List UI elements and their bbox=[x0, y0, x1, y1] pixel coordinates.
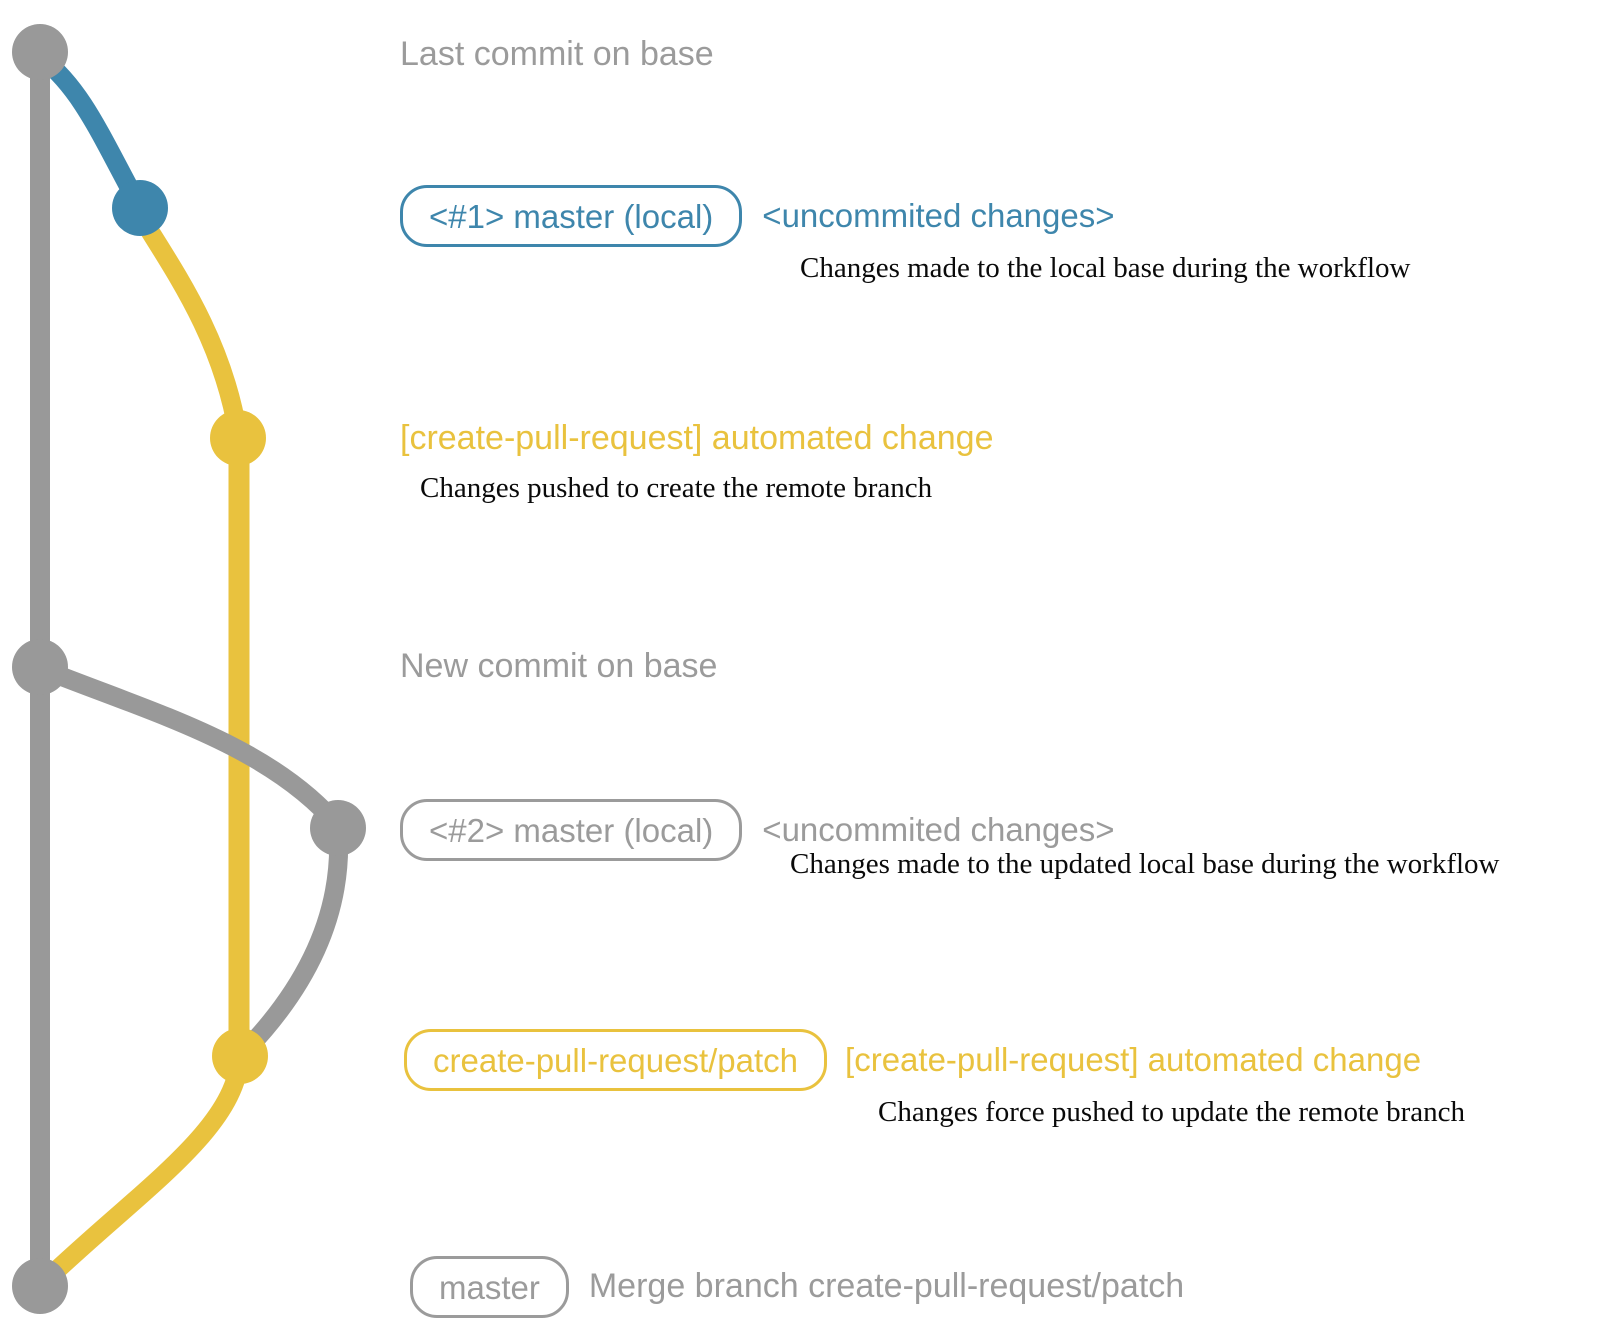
local-commit-1-edge bbox=[32, 48, 148, 214]
push1-caption: Changes pushed to create the remote bran… bbox=[420, 472, 933, 504]
push2-message: [create-pull-request] automated change bbox=[845, 1040, 1422, 1078]
commit-node-last-base bbox=[12, 24, 68, 80]
commit-node-patch-1 bbox=[210, 410, 266, 466]
new-commit-label: New commit on base bbox=[400, 647, 718, 685]
commit-node-local-1 bbox=[112, 180, 168, 236]
merge-message: Merge branch create-pull-request/patch bbox=[588, 1267, 1185, 1306]
commit2-caption: Changes made to the updated local base d… bbox=[790, 848, 1500, 880]
push1-message: [create-pull-request] automated change bbox=[400, 419, 994, 457]
commit2-message: <uncommited changes> bbox=[762, 810, 1115, 848]
commit-node-new-base bbox=[12, 639, 68, 695]
commit2-branch-badge: <#2> master (local) bbox=[400, 799, 743, 861]
merge-edge bbox=[32, 1046, 250, 1294]
commit-node-local-2 bbox=[310, 800, 366, 856]
patch-branch-badge: create-pull-request/patch bbox=[404, 1029, 828, 1091]
commit1-caption: Changes made to the local base during th… bbox=[800, 252, 1411, 284]
commit1-row: <#1> master (local) <uncommited changes> bbox=[400, 185, 1115, 247]
local-commit-2-edge bbox=[30, 658, 348, 836]
patch-branch-edge-1 bbox=[128, 202, 248, 444]
commit1-branch-badge: <#1> master (local) bbox=[400, 185, 743, 247]
master-branch-badge: master bbox=[410, 1256, 569, 1318]
commit-node-patch-2 bbox=[212, 1028, 268, 1084]
commit2-row: <#2> master (local) <uncommited changes> bbox=[400, 799, 1115, 861]
last-commit-label: Last commit on base bbox=[400, 35, 714, 73]
commit-graph bbox=[12, 24, 366, 1314]
merge-row: master Merge branch create-pull-request/… bbox=[410, 1256, 1184, 1318]
push2-row: create-pull-request/patch [create-pull-r… bbox=[404, 1029, 1421, 1091]
commit-node-merge bbox=[12, 1258, 68, 1314]
commit1-message: <uncommited changes> bbox=[762, 196, 1115, 234]
force-push-edge bbox=[232, 818, 349, 1064]
push2-caption: Changes force pushed to update the remot… bbox=[878, 1096, 1466, 1128]
